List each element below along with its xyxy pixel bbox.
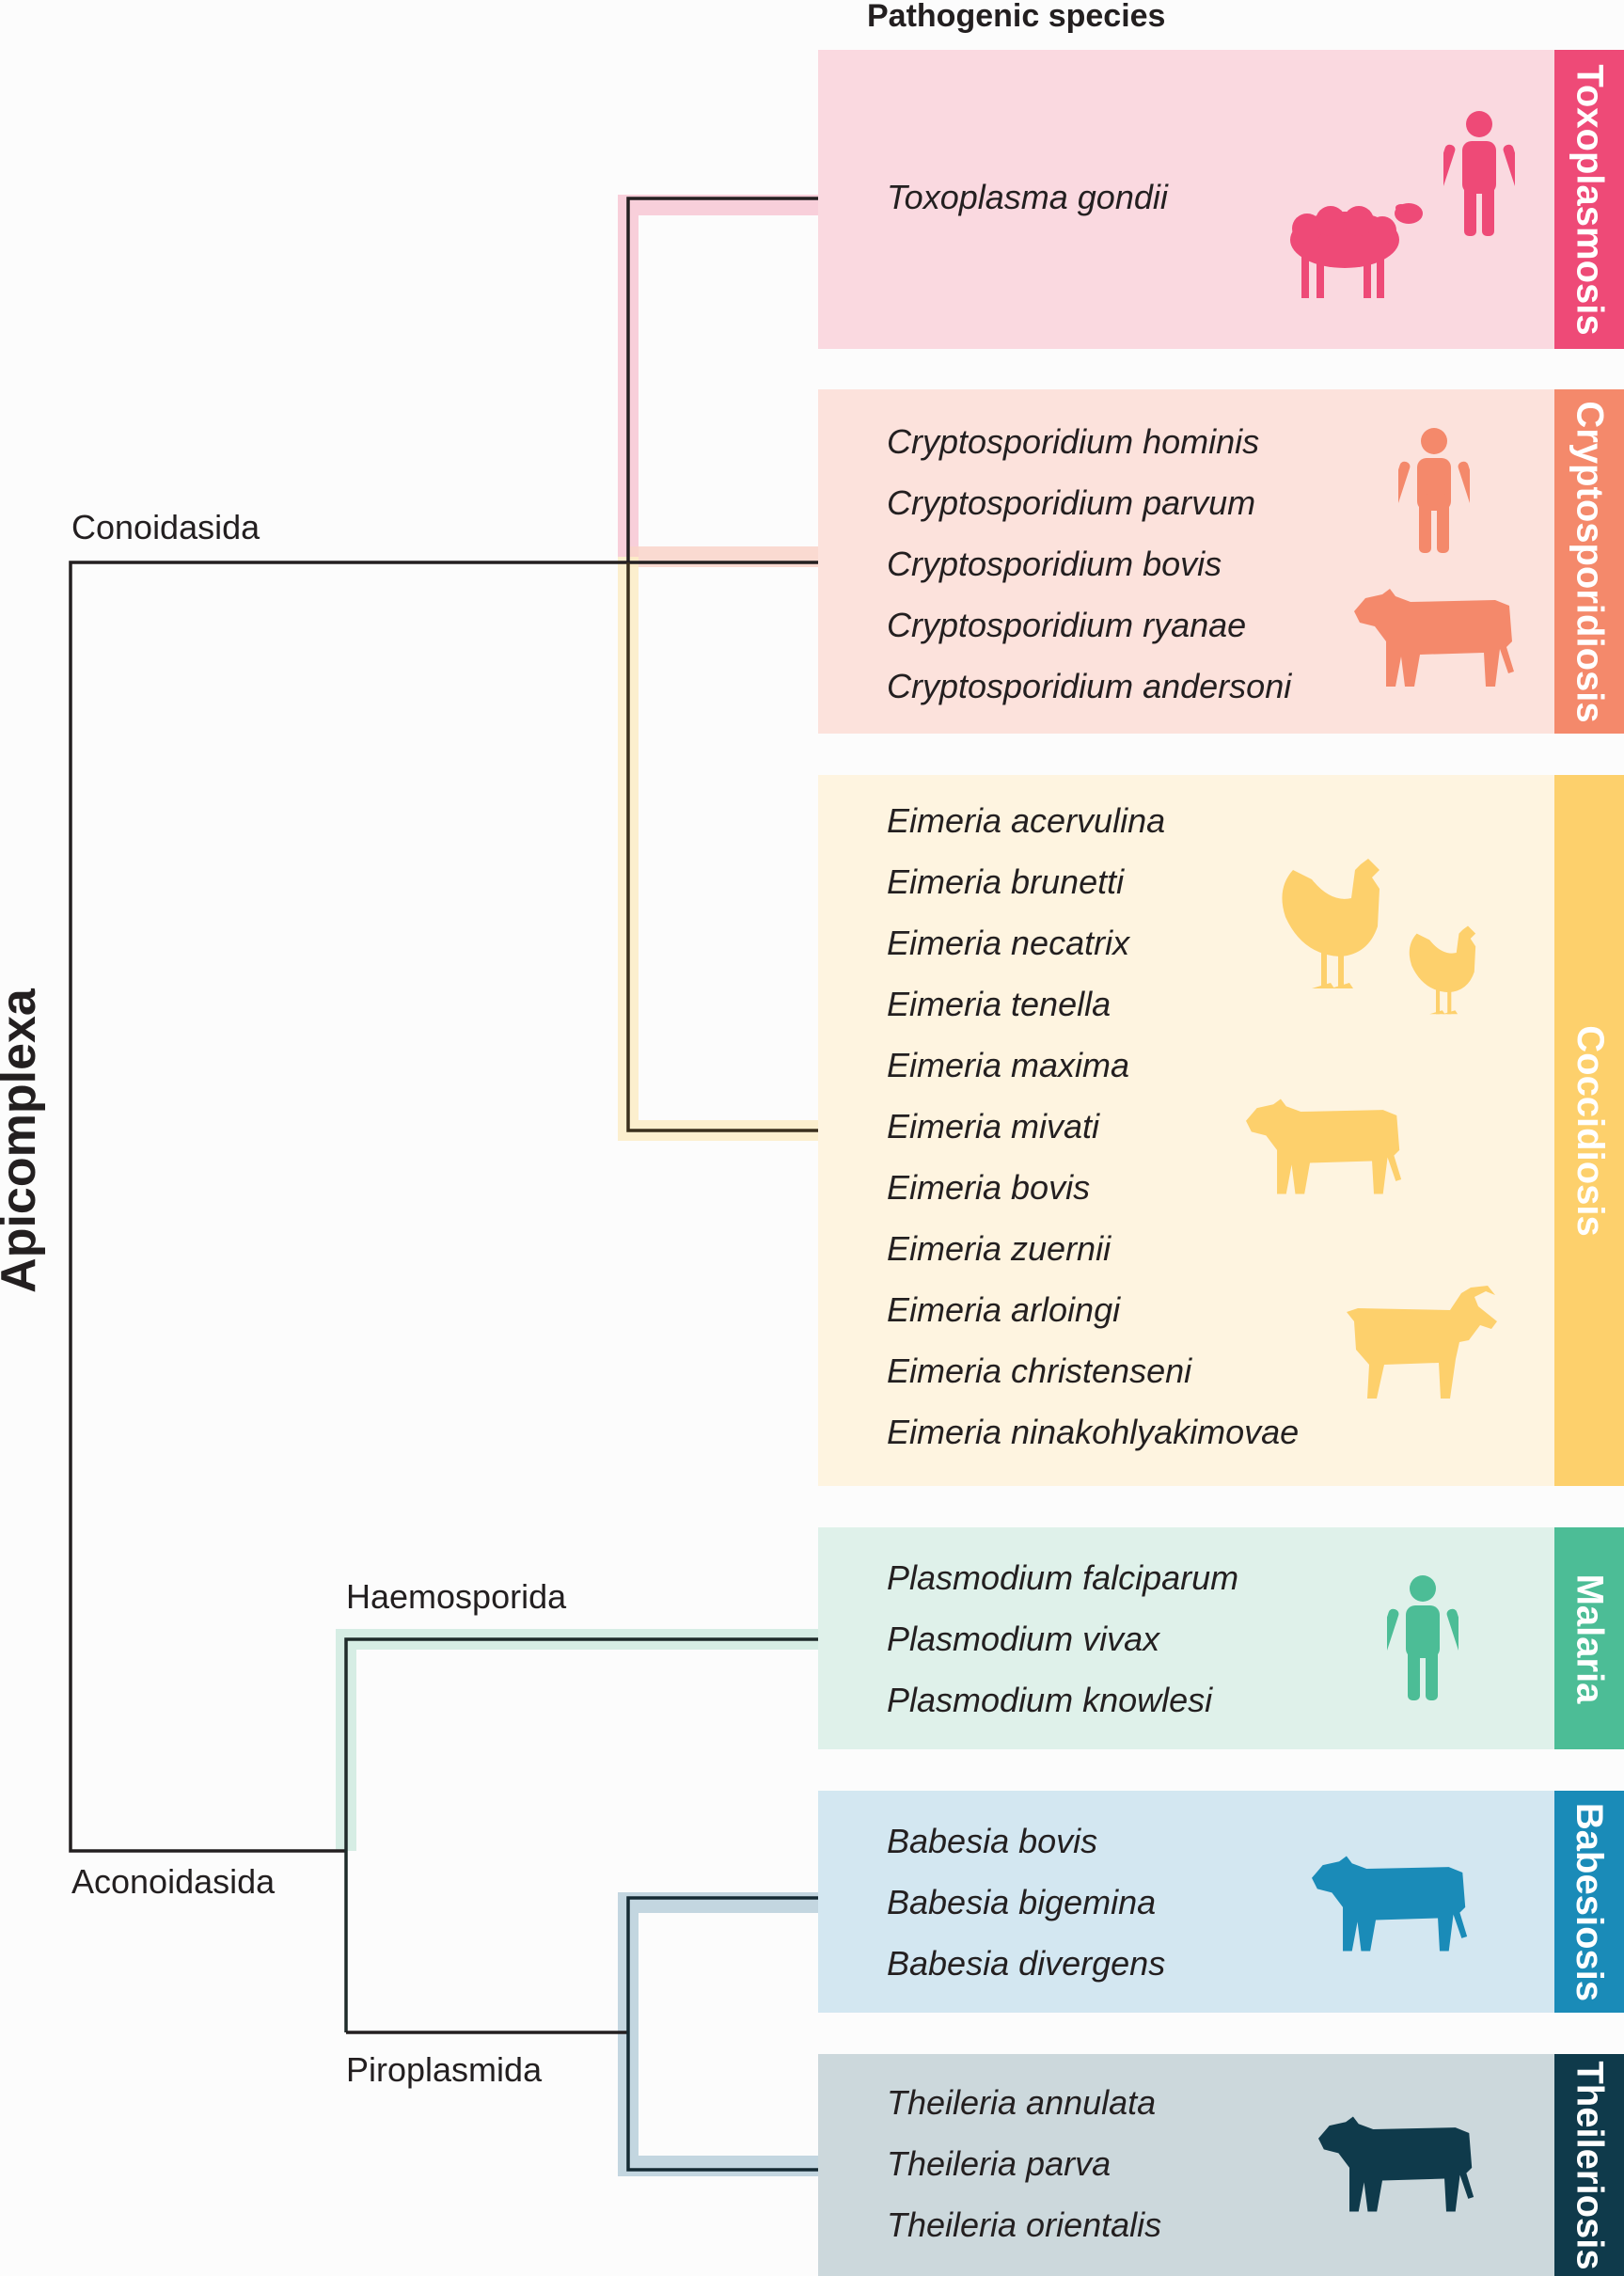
coccidia-branch <box>626 562 818 1132</box>
disease-name: Coccidiosis <box>1569 1024 1611 1237</box>
human-icon <box>1387 1575 1458 1700</box>
cow-icon <box>1318 2116 1474 2212</box>
species-name: Theileria parva <box>887 2144 1112 2183</box>
species-name: Babesia divergens <box>887 1944 1166 1983</box>
species-name: Eimeria bovis <box>887 1168 1091 1207</box>
clade-label-conoidasida: Conoidasida <box>71 508 260 546</box>
phylum-title: Apicomplexa <box>0 988 46 1293</box>
cow-icon <box>1312 1856 1468 1952</box>
chicken-icon <box>1282 859 1380 988</box>
disease-panel-coccidiosis <box>818 775 1554 1486</box>
haemosporida-highlight <box>336 1629 818 1851</box>
cow-icon <box>1246 1098 1402 1194</box>
species-name: Eimeria necatrix <box>887 924 1130 962</box>
species-name: Eimeria brunetti <box>887 862 1125 901</box>
species-name: Eimeria maxima <box>887 1046 1130 1084</box>
disease-tab-cryptosporidiosis: Cryptosporidiosis <box>1554 389 1624 734</box>
disease-tab-malaria: Malaria <box>1554 1527 1624 1749</box>
disease-tab-babesiosis: Babesiosis <box>1554 1791 1624 2013</box>
column-header: Pathogenic species <box>867 0 1166 34</box>
disease-tab-toxoplasmosis: Toxoplasmosis <box>1554 50 1624 349</box>
species-name: Eimeria ninakohlyakimovae <box>887 1413 1300 1451</box>
species-name: Eimeria christenseni <box>887 1351 1192 1390</box>
human-icon <box>1398 428 1470 553</box>
species-name: Theileria orientalis <box>887 2205 1162 2244</box>
species-name: Toxoplasma gondii <box>887 178 1168 216</box>
species-name: Eimeria tenella <box>887 985 1112 1023</box>
goat-icon <box>1347 1286 1497 1399</box>
clade-label-piroplasmida: Piroplasmida <box>346 2050 543 2089</box>
toxo-highlight <box>618 195 818 557</box>
human-icon <box>1443 111 1515 236</box>
haemosporida-branch <box>344 1637 818 2032</box>
disease-name: Cryptosporidiosis <box>1569 400 1611 723</box>
disease-tab-coccidiosis: Coccidiosis <box>1554 775 1624 1486</box>
coccidia-highlight <box>618 557 818 1141</box>
disease-panel-toxoplasmosis <box>818 50 1554 349</box>
species-name: Cryptosporidium hominis <box>887 422 1260 461</box>
disease-name: Theileriosis <box>1569 2060 1611 2270</box>
piroplasmida-highlight <box>618 1892 818 2176</box>
clade-label-haemosporida: Haemosporida <box>346 1577 567 1616</box>
species-name: Plasmodium falciparum <box>887 1558 1239 1597</box>
species-name: Cryptosporidium bovis <box>887 545 1222 583</box>
species-name: Theileria annulata <box>887 2083 1157 2122</box>
species-name: Eimeria zuernii <box>887 1229 1112 1268</box>
piroplasmida-subbranch <box>626 1896 818 2172</box>
conoidasida-branch <box>626 197 818 564</box>
disease-name: Malaria <box>1569 1573 1611 1703</box>
chicken-icon <box>1409 925 1476 1015</box>
branch-lines <box>69 197 818 2172</box>
species-name: Eimeria acervulina <box>887 801 1166 840</box>
species-name: Plasmodium knowlesi <box>887 1681 1213 1719</box>
disease-tab-theileriosis: Theileriosis <box>1554 2054 1624 2276</box>
clade-label-aconoidasida: Aconoidasida <box>71 1862 276 1901</box>
species-name: Eimeria arloingi <box>887 1290 1121 1329</box>
root-branch <box>69 561 628 1853</box>
disease-name: Toxoplasmosis <box>1569 63 1611 336</box>
species-name: Babesia bigemina <box>887 1883 1157 1921</box>
species-name: Cryptosporidium ryanae <box>887 606 1247 644</box>
species-name: Cryptosporidium parvum <box>887 483 1256 522</box>
disease-name: Babesiosis <box>1569 1802 1611 2001</box>
species-name: Plasmodium vivax <box>887 1620 1160 1658</box>
species-name: Cryptosporidium andersoni <box>887 667 1292 705</box>
species-name: Babesia bovis <box>887 1822 1098 1860</box>
cow-icon <box>1354 589 1514 687</box>
branch-highlights <box>336 195 818 2176</box>
sheep-icon <box>1290 203 1423 298</box>
species-name: Eimeria mivati <box>887 1107 1100 1146</box>
